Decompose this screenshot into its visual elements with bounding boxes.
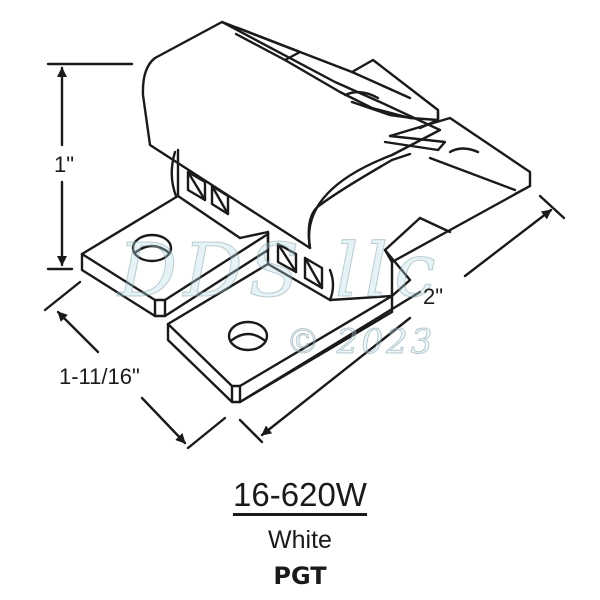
part-brand-label: PGT [273,562,327,590]
left-mounting-flange [80,194,270,318]
right-mounting-flange [166,248,422,404]
part-number-heading: 16-620W [0,476,600,516]
right-mounting-hole [227,320,269,352]
part-body [141,20,532,302]
width-dimension-label: 1-11/16" [59,364,140,389]
length-dimension-label: 2" [423,284,444,309]
part-color-label: White [268,526,332,554]
height-dimension-lines [46,62,134,271]
height-dimension-label: 1" [54,152,75,177]
left-mounting-hole [131,233,173,263]
part-number-text: 16-620W [233,478,367,516]
width-dimension-lines [43,280,227,450]
length-dimension-lines [238,194,566,444]
